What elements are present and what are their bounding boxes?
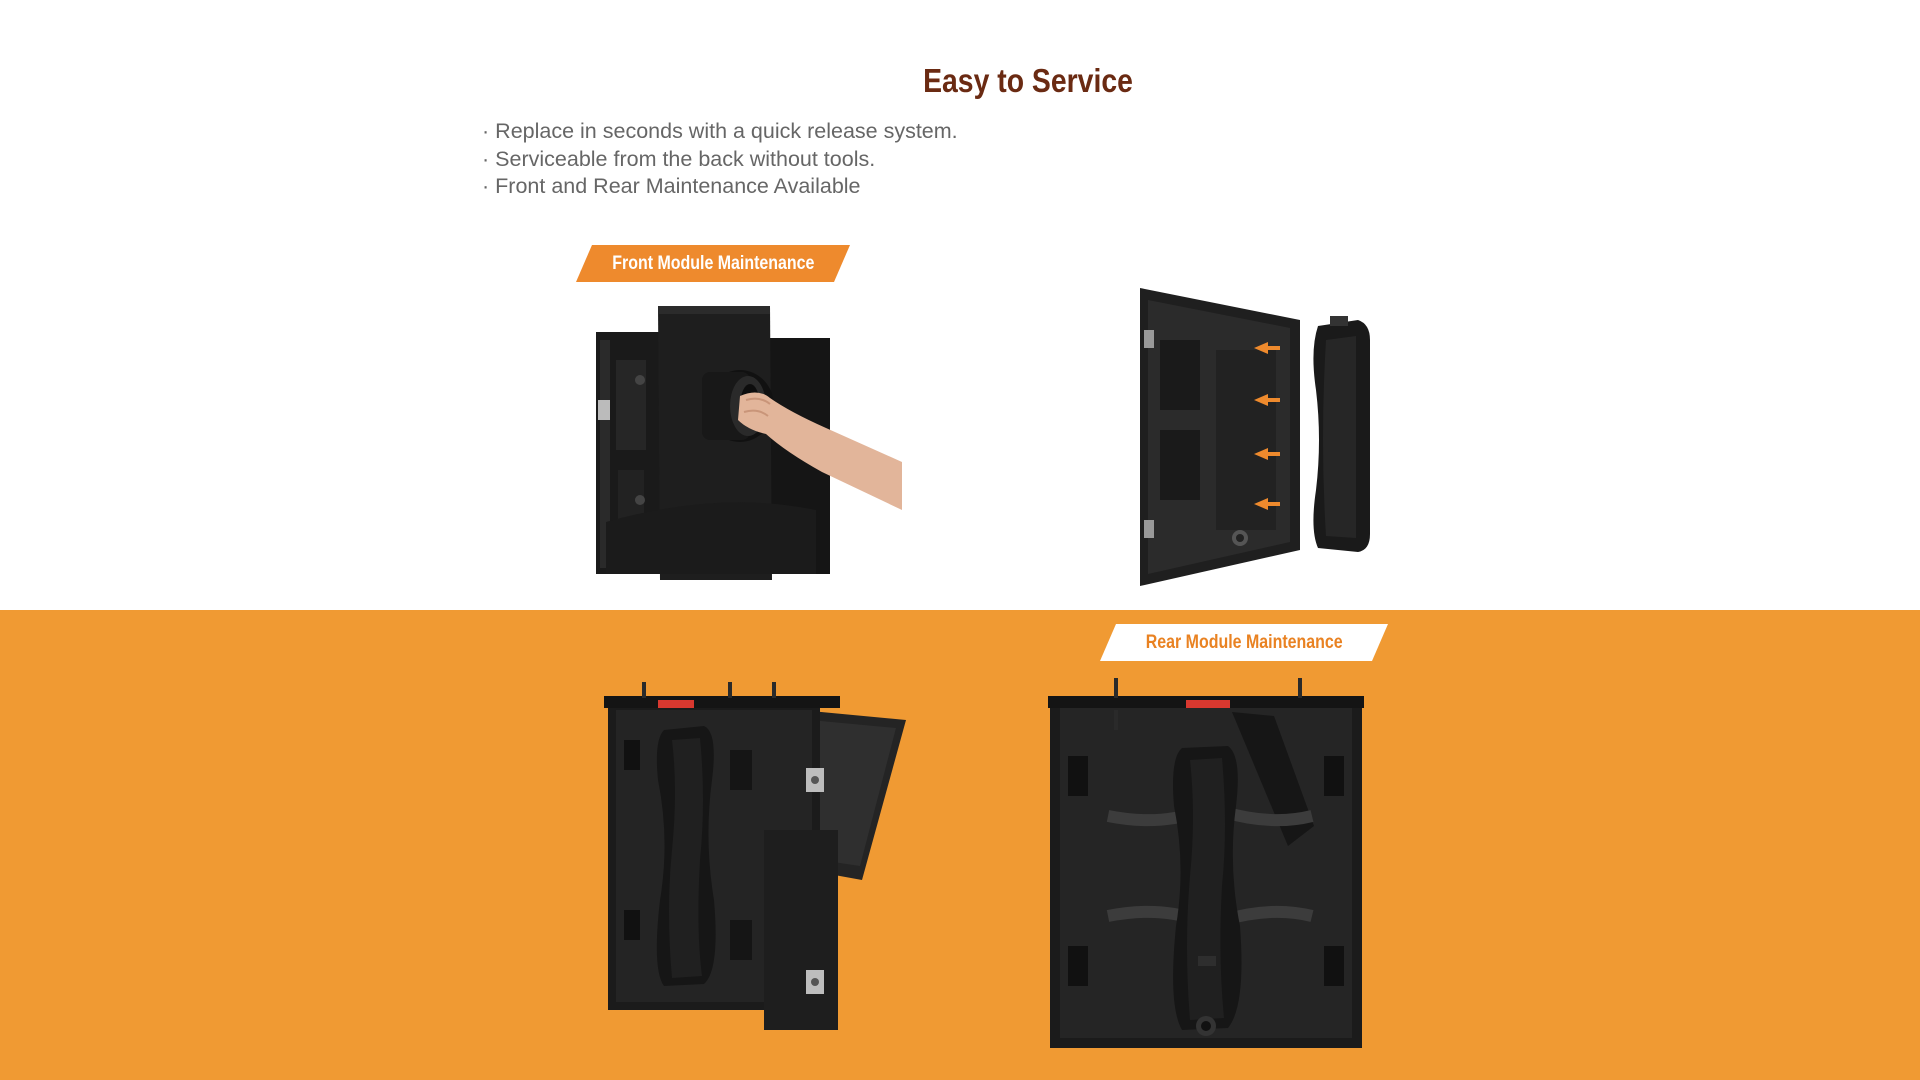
bullet-marker: ·: [482, 146, 490, 171]
front-maintenance-label-text: Front Module Maintenance: [611, 253, 815, 274]
rear-cabinet-open-image: [604, 682, 906, 1030]
bullet-marker: ·: [482, 174, 490, 198]
feature-text: Serviceable from the back without tools.: [495, 146, 876, 171]
front-maintenance-image: [596, 306, 902, 580]
rear-maintenance-label-text: Rear Module Maintenance: [1145, 632, 1343, 653]
front-maintenance-label: Front Module Maintenance: [576, 245, 850, 282]
orange-background-band: [0, 610, 1920, 1080]
feature-item: ·Front and Rear Maintenance Available: [482, 173, 958, 201]
bullet-marker: ·: [482, 119, 490, 143]
page-title: Easy to Service: [0, 62, 1920, 100]
feature-item: ·Serviceable from the back without tools…: [482, 146, 958, 174]
feature-text: Front and Rear Maintenance Available: [495, 174, 861, 198]
feature-text: Replace in seconds with a quick release …: [495, 119, 958, 143]
rear-maintenance-label: Rear Module Maintenance: [1100, 624, 1388, 661]
module-exploded-image: [1140, 288, 1370, 586]
feature-list: ·Replace in seconds with a quick release…: [482, 118, 958, 201]
rear-cabinet-image: [1048, 678, 1364, 1048]
page-title-text: Easy to Service: [923, 62, 1133, 99]
feature-item: ·Replace in seconds with a quick release…: [482, 118, 958, 146]
